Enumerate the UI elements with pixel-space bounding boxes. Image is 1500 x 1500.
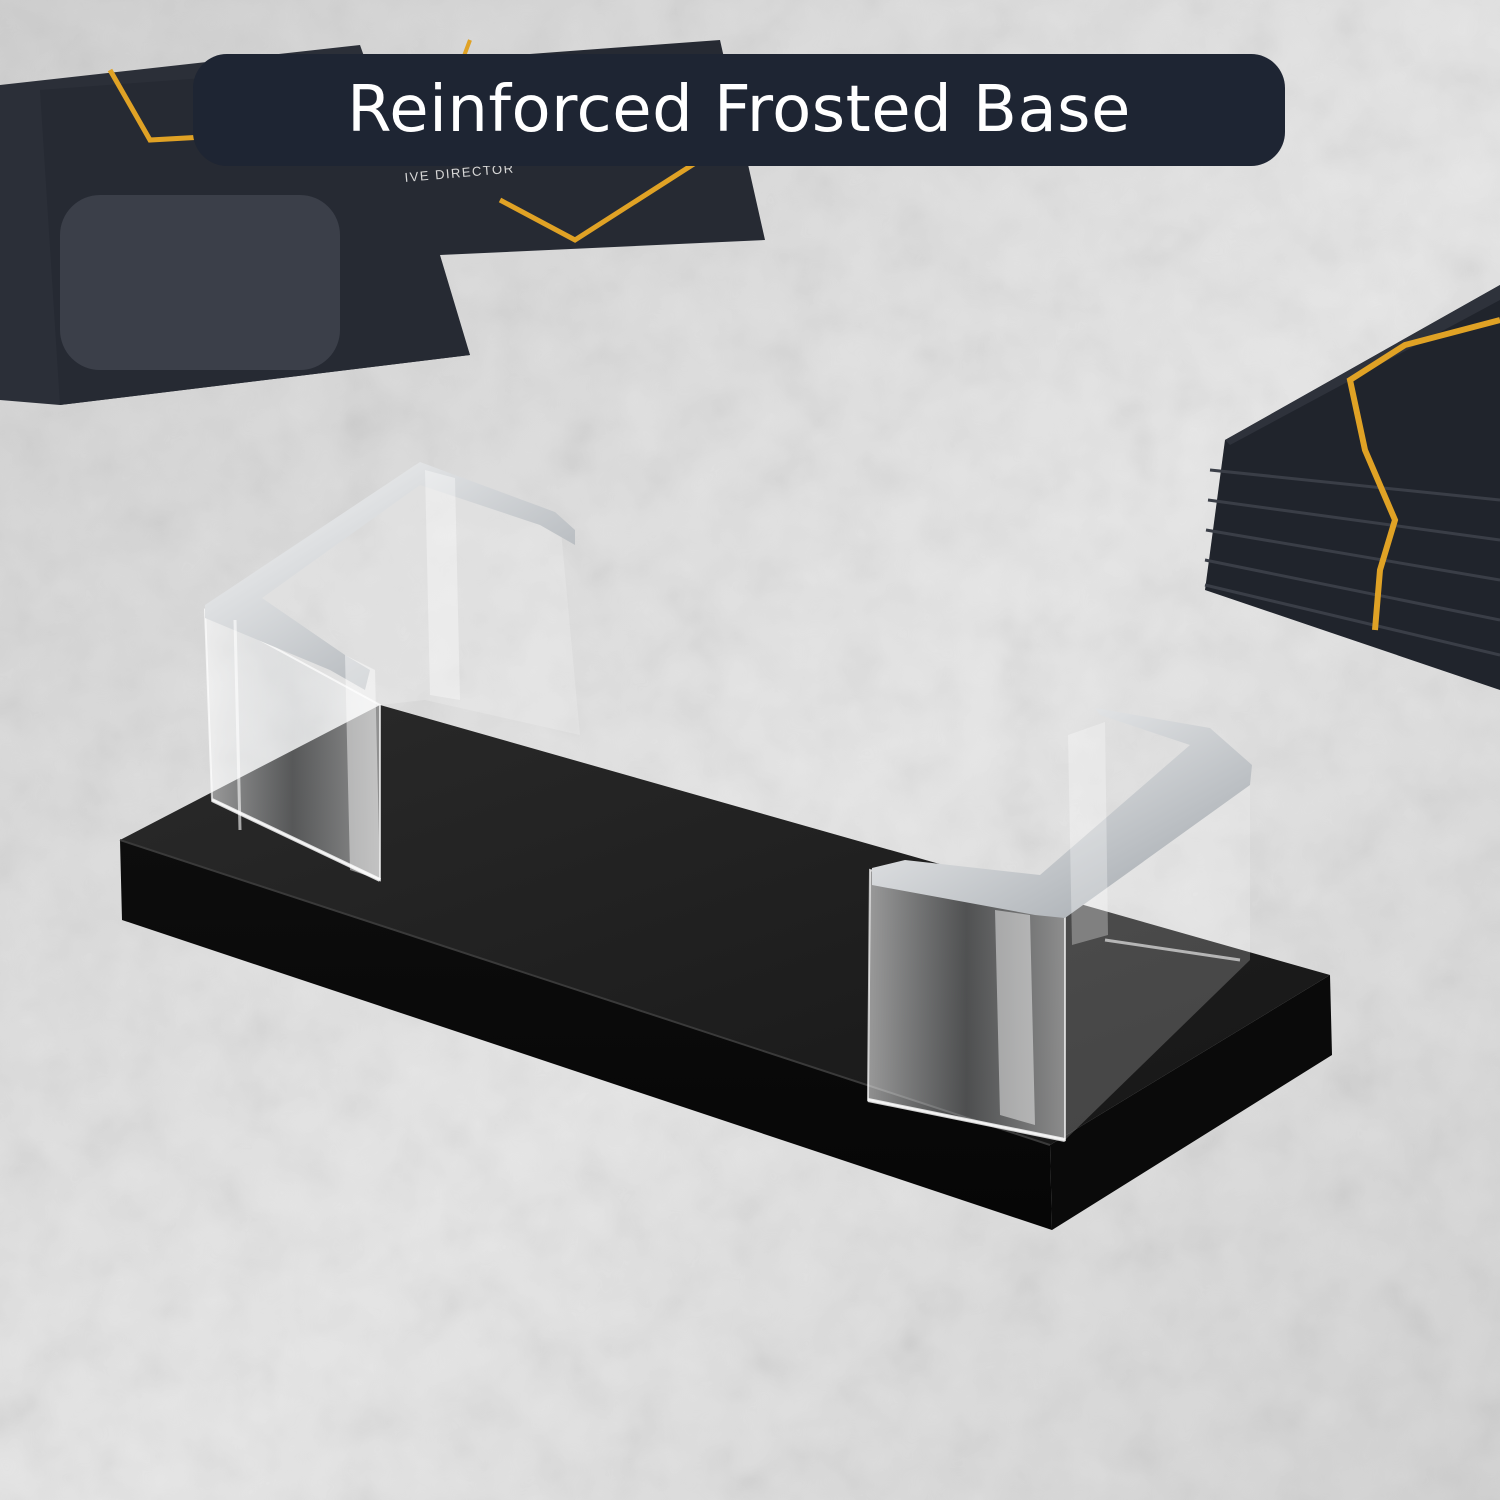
banner-title: Reinforced Frosted Base xyxy=(347,73,1131,147)
acrylic-holder-left xyxy=(203,462,580,882)
title-banner: Reinforced Frosted Base xyxy=(193,54,1285,166)
blurred-logo xyxy=(60,195,340,370)
acrylic-holder-right xyxy=(866,708,1252,1142)
business-cards-stack-right xyxy=(1204,285,1500,690)
